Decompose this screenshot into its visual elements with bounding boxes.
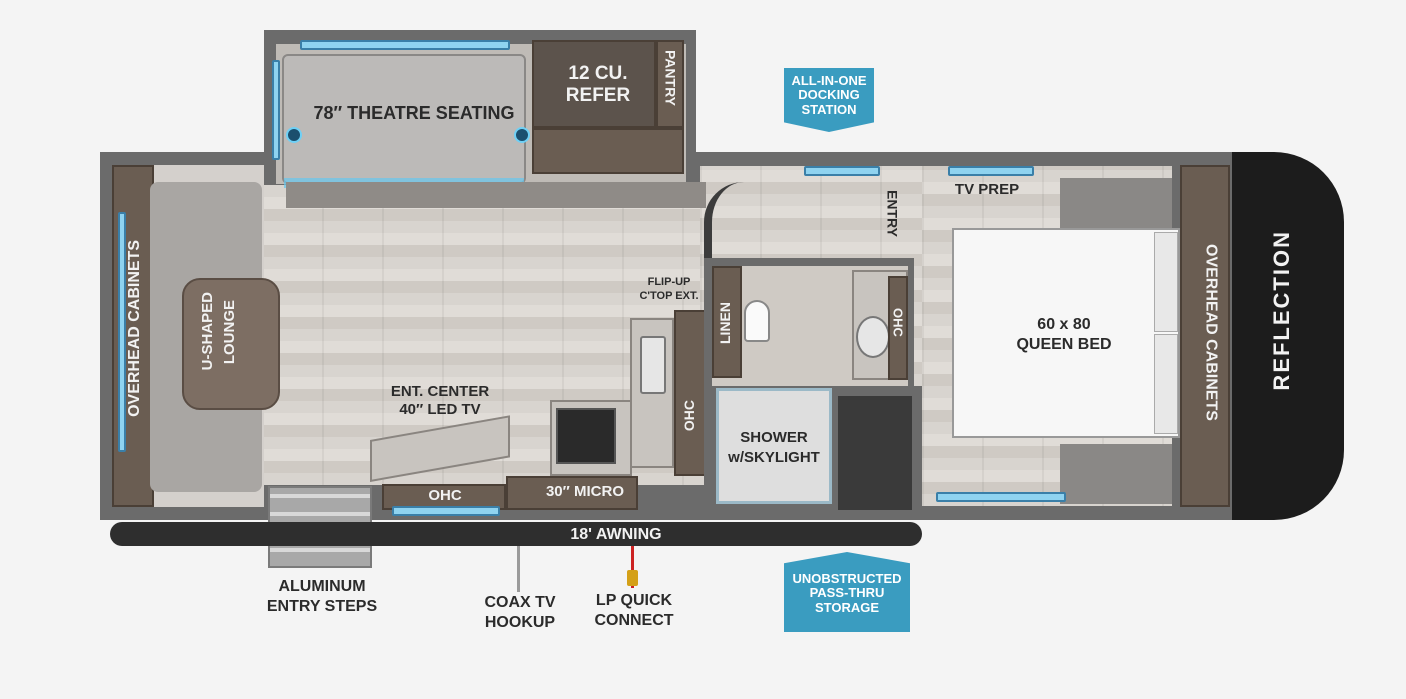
slide-window-top [300, 40, 510, 50]
entry-label: ENTRY [884, 190, 901, 237]
awning [110, 522, 922, 546]
flip-up-label-2: C'TOP EXT. [639, 290, 699, 302]
overhead-cabinets-left-label: OVERHEAD CABINETS [126, 240, 143, 417]
stove-icon [556, 408, 616, 464]
docking-line-3: STATION [801, 101, 857, 117]
lp-fitting-icon [627, 570, 638, 586]
queen-bed-label-2: QUEEN BED [1016, 336, 1112, 353]
cupholder-right-icon [514, 127, 530, 143]
refrigerator [532, 40, 656, 128]
front-cap [1232, 152, 1344, 520]
window-tvprep [948, 166, 1034, 176]
docking-line-1: ALL-IN-ONE [791, 73, 867, 88]
storage-tray [838, 396, 912, 510]
tv-prep-label: TV PREP [954, 181, 1020, 198]
nightstand-bottom [1060, 444, 1172, 504]
micro-label: 30″ MICRO [545, 483, 625, 500]
shower [716, 388, 832, 504]
pass-thru-storage-callout: UNOBSTRUCTED PASS-THRU STORAGE [784, 552, 910, 632]
brand-logo: REFLECTION [1269, 230, 1294, 391]
kitchen-sink-icon [640, 336, 666, 394]
window-docking [804, 166, 880, 176]
overhead-cabinets-right-label: OVERHEAD CABINETS [1202, 244, 1220, 421]
refer-label-2: REFER [565, 85, 631, 106]
nightstand-top [1060, 178, 1172, 228]
ohc-bottom-label: OHC [428, 487, 462, 504]
toilet-icon [744, 300, 770, 342]
window-lounge [118, 212, 126, 452]
shower-label-2: w/SKYLIGHT [728, 449, 820, 466]
ohc-bath-label: OHC [890, 308, 906, 337]
ohc-bath-cabinet [888, 276, 908, 380]
window-kitchen-bottom [392, 506, 500, 516]
coax-line [517, 546, 520, 592]
pantry-label: PANTRY [662, 50, 679, 106]
micro-cabinet [506, 476, 638, 510]
ohc-kitchen-cabinet [674, 310, 708, 476]
cupholder-left-icon [286, 127, 302, 143]
queen-bed [952, 228, 1180, 438]
theatre-seating-label: 78″ THEATRE SEATING [313, 103, 515, 123]
docking-station-callout: ALL-IN-ONE DOCKING STATION [784, 68, 874, 132]
lp-label-2: CONNECT [594, 612, 674, 629]
storage-line-2: PASS-THRU [809, 585, 885, 601]
ent-center-label-1: ENT. CENTER [390, 383, 490, 400]
bed-pillow-bottom [1154, 334, 1178, 434]
ent-center-label-2: 40″ LED TV [399, 401, 481, 418]
coax-label-2: HOOKUP [484, 614, 556, 631]
flip-up-label-1: FLIP-UP [647, 276, 691, 288]
shower-label-1: SHOWER [740, 429, 808, 446]
refer-base-cabinet [532, 128, 684, 174]
steps-label-1: ALUMINUM [278, 578, 366, 595]
lp-line [631, 546, 634, 588]
slide-window-side [272, 60, 280, 160]
slide-counter-strip [286, 182, 706, 208]
refer-label-1: 12 CU. [568, 63, 628, 84]
window-bedroom-bottom [936, 492, 1066, 502]
steps-label-2: ENTRY STEPS [266, 598, 378, 615]
storage-line-3: STORAGE [814, 599, 880, 615]
docking-line-2: DOCKING [798, 87, 860, 103]
ohc-kitchen-label: OHC [681, 400, 697, 432]
bed-pillow-top [1154, 232, 1178, 332]
lp-label-1: LP QUICK [595, 592, 673, 609]
linen-cabinet [712, 266, 742, 378]
entry-door [704, 182, 764, 262]
pantry-cabinet [656, 40, 684, 128]
u-lounge-label-2: LOUNGE [221, 300, 238, 365]
bath-sink-icon [856, 316, 890, 358]
queen-bed-label-1: 60 x 80 [1037, 316, 1091, 333]
u-lounge-table [182, 278, 280, 410]
awning-label: 18' AWNING [570, 526, 662, 543]
coax-label-1: COAX TV [484, 594, 556, 611]
linen-label: LINEN [717, 302, 733, 344]
u-lounge-label-1: U-SHAPED [199, 292, 216, 371]
overhead-cabinets-right-unit [1180, 165, 1230, 507]
storage-line-1: UNOBSTRUCTED [792, 571, 902, 586]
